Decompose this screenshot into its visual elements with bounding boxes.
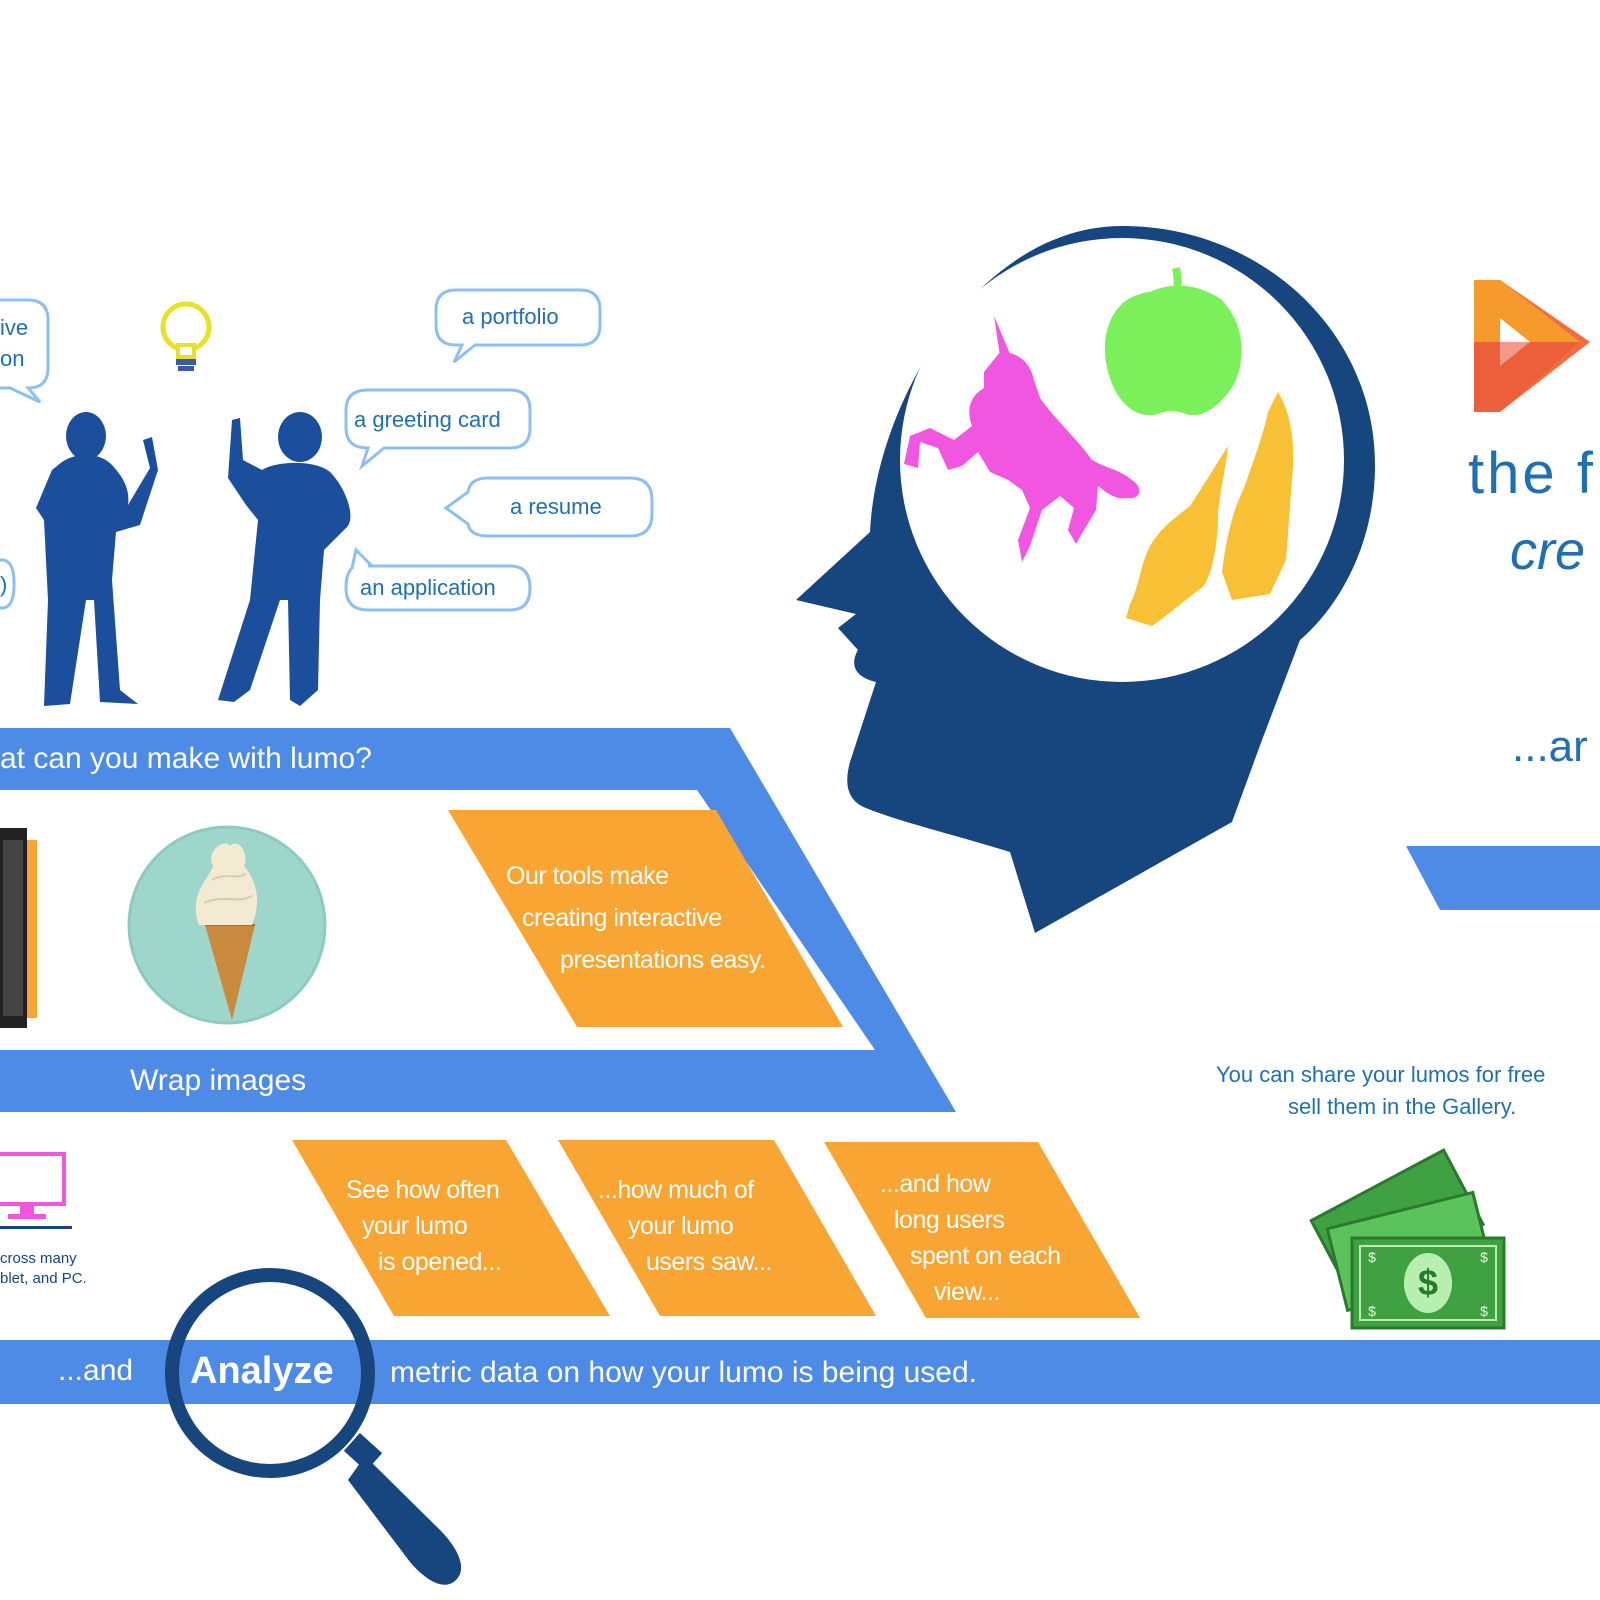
person-silhouette-left <box>36 412 158 706</box>
metric-1-line1: See how often <box>346 1176 500 1204</box>
metric-1-line3: is opened... <box>378 1248 502 1276</box>
money-icon: $ $ $ $ $ <box>1309 1148 1506 1330</box>
analyze-suffix: metric data on how your lumo is being us… <box>390 1356 977 1389</box>
metric-box-3 <box>824 1142 1140 1318</box>
tools-box-line2: creating interactive <box>522 904 722 932</box>
metric-box-1 <box>292 1140 610 1316</box>
lumo-logo-icon <box>1474 280 1590 412</box>
analyze-highlight: Analyze <box>190 1350 334 1392</box>
bubble-resume: a resume <box>510 494 602 519</box>
cupped-hands-icon <box>1126 392 1294 626</box>
bubble-greeting-card: a greeting card <box>354 407 501 432</box>
metric-3-line1: ...and how <box>880 1170 991 1198</box>
metric-box-2 <box>558 1140 876 1316</box>
metric-3-line3: spent on each <box>910 1242 1061 1270</box>
magnifying-glass-icon <box>165 1268 462 1585</box>
unicorn-icon <box>904 316 1140 562</box>
wrap-images-label: Wrap images <box>130 1064 307 1097</box>
monitor-icon <box>0 1152 72 1229</box>
metric-3-line2: long users <box>894 1206 1005 1234</box>
devices-line2: blet, and PC. <box>0 1270 87 1287</box>
device-image-clipped <box>0 828 37 1028</box>
analyze-band <box>0 1340 1600 1404</box>
bubble-clipped-top-line2: on <box>0 346 25 371</box>
svg-text:$: $ <box>1418 1262 1438 1303</box>
bubble-portfolio: a portfolio <box>462 304 559 329</box>
wrap-frame <box>0 728 956 1112</box>
head-silhouette <box>796 226 1375 933</box>
share-line2: sell them in the Gallery. <box>1288 1094 1517 1119</box>
tagline-line1: the f <box>1468 441 1596 506</box>
tools-box <box>448 810 843 1027</box>
tagline-line2: cre <box>1510 521 1586 581</box>
svg-text:$: $ <box>1480 1249 1488 1265</box>
devices-line1: cross many <box>0 1250 77 1267</box>
person-silhouette-right <box>218 412 351 706</box>
metric-1-line2: your lumo <box>362 1212 468 1240</box>
metric-2-line3: users saw... <box>646 1248 773 1276</box>
and-text-fragment: ...ar <box>1512 722 1588 771</box>
svg-text:$: $ <box>1368 1249 1376 1265</box>
bubble-clipped-left: ) <box>0 572 8 597</box>
speech-bubbles <box>0 288 654 612</box>
top-band-question: at can you make with lumo? <box>0 742 372 775</box>
tools-box-line1: Our tools make <box>506 862 669 890</box>
right-band-fragment <box>1406 846 1600 910</box>
tools-box-line3: presentations easy. <box>560 946 766 974</box>
lightbulb-icon <box>160 301 212 371</box>
ice-cream-image <box>127 825 327 1025</box>
metric-2-line1: ...how much of <box>598 1176 754 1204</box>
svg-text:$: $ <box>1368 1303 1376 1319</box>
bubble-application: an application <box>360 575 496 600</box>
share-line1: You can share your lumos for free <box>1216 1062 1546 1087</box>
metric-3-line4: view... <box>934 1278 1000 1306</box>
bubble-clipped-top-line1: ive <box>0 315 29 340</box>
apple-icon <box>1104 267 1242 416</box>
svg-text:$: $ <box>1480 1303 1488 1319</box>
metric-2-line2: your lumo <box>628 1212 734 1240</box>
analyze-prefix: ...and <box>58 1354 134 1387</box>
